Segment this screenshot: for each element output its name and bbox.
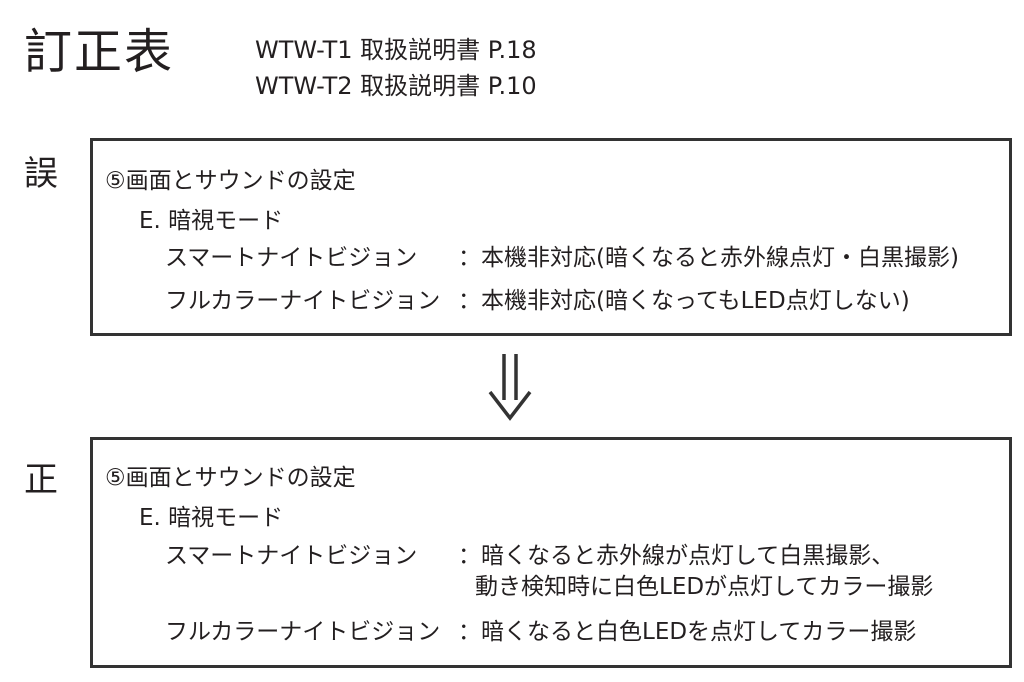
correct-mark: 正 (24, 460, 58, 500)
row-value-continued: 動き検知時に白色LEDが点灯してカラー撮影 (475, 574, 934, 600)
row-value: ：本機非対応(暗くなると赤外線点灯・白黒撮影) (458, 245, 959, 271)
row-label: スマートナイトビジョン (165, 245, 418, 271)
incorrect-box: ⑤画面とサウンドの設定 E. 暗視モード スマートナイトビジョン ：本機非対応(… (90, 138, 1012, 336)
incorrect-mark: 誤 (24, 154, 58, 194)
manual-reference-1: WTW-T1 取扱説明書 P.18 (255, 36, 537, 64)
page-title: 訂正表 (24, 24, 175, 80)
row-label: フルカラーナイトビジョン (165, 619, 441, 645)
row-value: ：暗くなると赤外線が点灯して白黒撮影、 (458, 543, 895, 569)
row-label: フルカラーナイトビジョン (165, 288, 441, 314)
subsection-heading: E. 暗視モード (139, 505, 284, 531)
row-label: スマートナイトビジョン (165, 543, 418, 569)
section-heading: ⑤画面とサウンドの設定 (105, 465, 356, 491)
down-arrow-icon (488, 354, 532, 421)
correct-box: ⑤画面とサウンドの設定 E. 暗視モード スマートナイトビジョン ：暗くなると赤… (90, 437, 1012, 668)
row-value: ：暗くなると白色LEDを点灯してカラー撮影 (458, 619, 917, 645)
manual-reference-2: WTW-T2 取扱説明書 P.10 (255, 72, 537, 100)
row-value: ：本機非対応(暗くなってもLED点灯しない) (458, 288, 910, 314)
subsection-heading: E. 暗視モード (139, 208, 284, 234)
section-heading: ⑤画面とサウンドの設定 (105, 168, 356, 194)
